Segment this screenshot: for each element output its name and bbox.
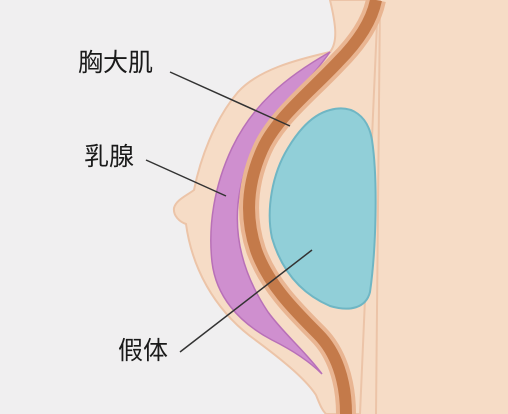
leader-line-implant [179,249,313,353]
label-pectoral-muscle: 胸大肌 [78,48,154,77]
label-implant: 假体 [118,336,169,365]
chest-wall-line [375,0,381,414]
label-mammary-gland: 乳腺 [84,142,135,171]
implant-shape [268,107,377,310]
pectoral-muscle-band [243,0,382,414]
leader-line-pectoral-muscle [169,71,291,127]
leader-line-mammary-gland [145,159,227,197]
